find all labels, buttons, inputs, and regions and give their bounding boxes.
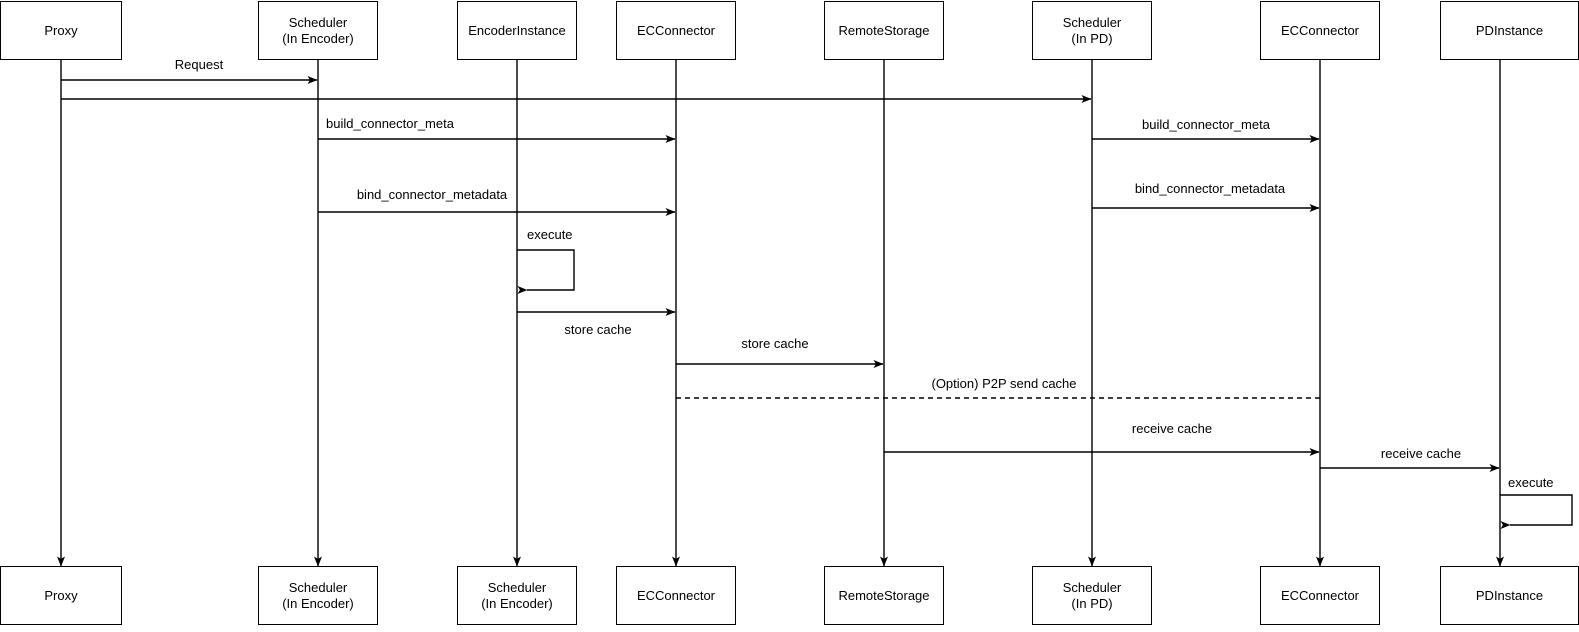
participant-box-top-encoder-instance[interactable]: EncoderInstance bbox=[457, 1, 577, 60]
participant-label: Scheduler bbox=[288, 14, 348, 30]
message-label-store-cache-encoder-to-ecconnector: store cache bbox=[564, 322, 632, 337]
participant-label: Scheduler bbox=[1062, 579, 1122, 595]
participant-label: ECConnector bbox=[1280, 587, 1360, 603]
participant-box-bottom-ecconnector-left[interactable]: ECConnector bbox=[616, 566, 736, 625]
participant-label: Scheduler bbox=[288, 579, 348, 595]
message-label-receive-cache-remotestorage-to-ecconnector: receive cache bbox=[1131, 421, 1213, 436]
message-label-bind-connector-metadata-right: bind_connector_metadata bbox=[1134, 181, 1286, 196]
participant-label: PDInstance bbox=[1475, 587, 1544, 603]
participant-box-top-ecconnector-right[interactable]: ECConnector bbox=[1260, 1, 1380, 60]
message-label-execute-encoder-instance: execute bbox=[527, 227, 573, 242]
participant-box-bottom-ecconnector-right[interactable]: ECConnector bbox=[1260, 566, 1380, 625]
participant-label: RemoteStorage bbox=[838, 587, 930, 603]
message-label-execute-pdinstance: execute bbox=[1508, 475, 1554, 490]
participant-sublabel: (In PD) bbox=[1071, 595, 1113, 611]
self-loop-execute-pdinstance bbox=[1500, 494, 1573, 529]
participant-label: ECConnector bbox=[636, 22, 716, 38]
participant-sublabel: (In Encoder) bbox=[282, 30, 354, 46]
message-label-build-connector-meta-right: build_connector_meta bbox=[1142, 117, 1270, 132]
participant-sublabel: (In PD) bbox=[1071, 30, 1113, 46]
participant-box-top-pdinstance[interactable]: PDInstance bbox=[1440, 1, 1579, 60]
message-label-build-connector-meta-left: build_connector_meta bbox=[326, 116, 454, 131]
participant-box-bottom-remotestorage[interactable]: RemoteStorage bbox=[824, 566, 944, 625]
message-label-store-cache-ecconnector-to-remotestorage: store cache bbox=[741, 336, 809, 351]
participant-box-top-ecconnector-left[interactable]: ECConnector bbox=[616, 1, 736, 60]
participant-box-top-scheduler-pd[interactable]: Scheduler (In PD) bbox=[1032, 1, 1152, 60]
participant-label: EncoderInstance bbox=[468, 22, 566, 38]
participant-label: ECConnector bbox=[1280, 22, 1360, 38]
participant-box-bottom-scheduler-enc[interactable]: Scheduler (In Encoder) bbox=[258, 566, 378, 625]
participant-sublabel: (In Encoder) bbox=[282, 595, 354, 611]
participant-label: Scheduler bbox=[487, 579, 547, 595]
message-label-receive-cache-ecconnector-to-pdinstance: receive cache bbox=[1380, 446, 1462, 461]
participant-sublabel: (In Encoder) bbox=[481, 595, 553, 611]
lifelines-group bbox=[57, 60, 1504, 567]
message-label-p2p-send-cache: (Option) P2P send cache bbox=[931, 376, 1077, 391]
participant-box-top-proxy[interactable]: Proxy bbox=[0, 1, 122, 60]
participant-box-bottom-scheduler-pd[interactable]: Scheduler (In PD) bbox=[1032, 566, 1152, 625]
participant-box-bottom-encoder-instance[interactable]: Scheduler (In Encoder) bbox=[457, 566, 577, 625]
message-label-request: Request bbox=[174, 57, 224, 72]
participant-box-top-scheduler-enc[interactable]: Scheduler (In Encoder) bbox=[258, 1, 378, 60]
participant-label: PDInstance bbox=[1475, 22, 1544, 38]
participant-box-top-remotestorage[interactable]: RemoteStorage bbox=[824, 1, 944, 60]
participant-label: Scheduler bbox=[1062, 14, 1122, 30]
participant-label: Proxy bbox=[44, 587, 78, 603]
participant-label: RemoteStorage bbox=[838, 22, 930, 38]
participant-box-bottom-proxy[interactable]: Proxy bbox=[0, 566, 122, 625]
participant-box-bottom-pdinstance[interactable]: PDInstance bbox=[1440, 566, 1579, 625]
participant-label: ECConnector bbox=[636, 587, 716, 603]
message-label-bind-connector-metadata-left: bind_connector_metadata bbox=[356, 187, 508, 202]
self-loop-execute-encoder-instance bbox=[517, 249, 575, 294]
participant-label: Proxy bbox=[44, 22, 78, 38]
